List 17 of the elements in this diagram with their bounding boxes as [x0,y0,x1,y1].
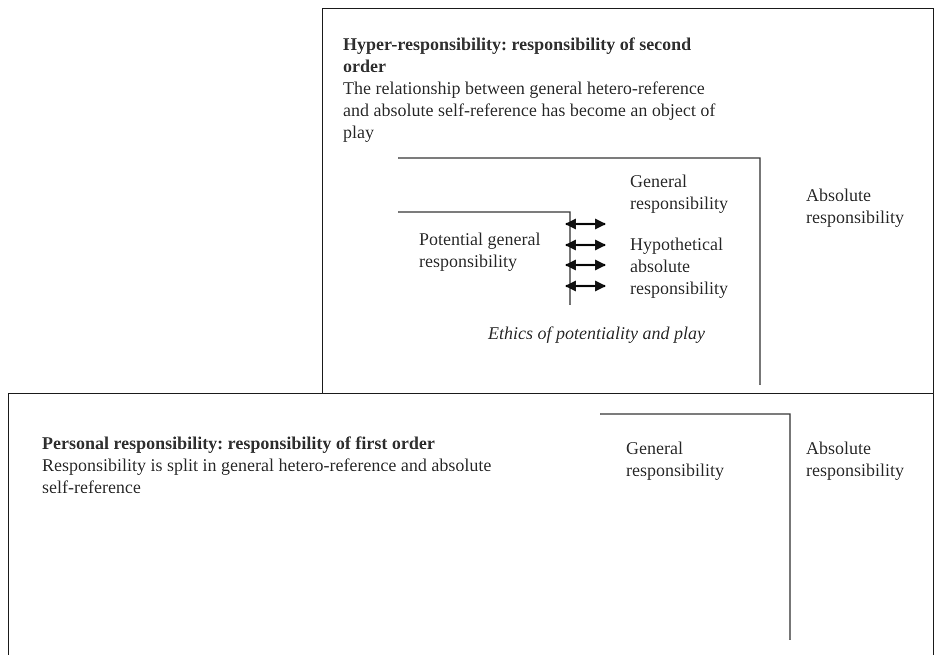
region-label: Absolute responsibility [806,184,905,228]
caption-text: Ethics of potentiality and play [488,322,706,344]
panel-heading: Hyper-responsibility: responsibility of second order [343,33,692,77]
double-arrow [564,280,606,292]
frame-panel [8,393,934,655]
double-arrow [564,260,606,270]
region-label: General responsibility [630,170,729,214]
region-label: Absolute responsibility [806,437,905,481]
region-label: Hypothetical absolute responsibility [630,233,729,299]
frame-panel [322,8,934,394]
double-arrow [564,240,606,250]
region-label: General responsibility [626,437,725,481]
region-label: Potential general responsibility [419,228,542,272]
double-arrow [564,218,606,230]
panel-description: The relationship between general hetero-reference and absolute self-reference has become an object of play [343,77,716,143]
panel-description: Responsibility is split in general hetero-reference and absolute self-reference [42,454,492,498]
panel-heading: Personal responsibility: responsibility of first order [42,432,436,454]
